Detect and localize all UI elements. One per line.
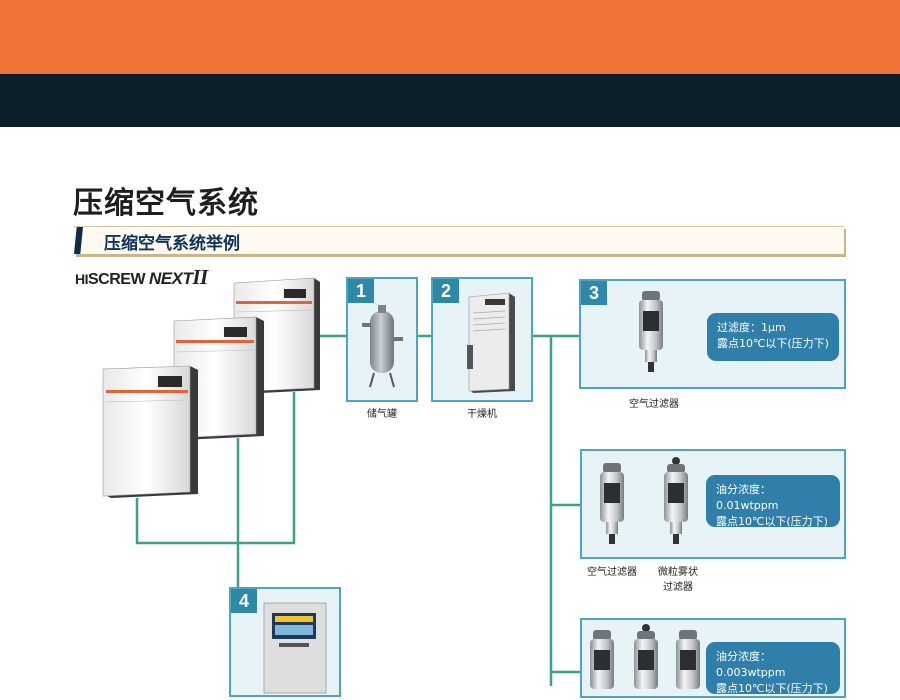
label-line: 微粒雾状 <box>658 567 698 578</box>
unit-number: 3 <box>581 281 607 305</box>
filter-chain-2-box: 油分浓度：0.01wtppm 露点10℃以下(压力下) <box>580 449 846 559</box>
spec-line: 过滤度：1μm <box>717 321 786 334</box>
unit-number: 4 <box>231 589 257 613</box>
filter-chain-2-label-1: 空气过滤器 <box>587 567 637 578</box>
filter-pair <box>600 457 688 544</box>
page-title: 压缩空气系统 <box>73 186 259 221</box>
unit-2-box: 2 <box>431 277 533 402</box>
unit-number: 1 <box>348 279 374 303</box>
filter-chain-3-box: 油分浓度：0.003wtppm 露点10℃以下(压力下) <box>580 618 846 698</box>
controller-icon <box>263 602 327 694</box>
spec-line: 露点10℃以下(压力下) <box>716 682 828 695</box>
unit-4-box: 4 <box>229 587 341 697</box>
unit-1-label: 储气罐 <box>367 409 397 420</box>
unit-3-box: 3 过滤度：1μm 露点10℃以下(压力下) <box>579 279 846 389</box>
air-filter-icon <box>676 630 700 689</box>
air-tank-icon <box>362 305 403 388</box>
logo-hi: HI <box>75 271 89 287</box>
unit-1-box: 1 <box>346 277 418 402</box>
dryer-icon <box>467 292 515 393</box>
subtitle-accent <box>74 227 83 254</box>
logo-roman: II <box>192 265 208 289</box>
mist-filter-icon <box>664 457 688 544</box>
spec-line: 露点10℃以下(压力下) <box>717 337 829 350</box>
unit-number: 2 <box>433 279 459 303</box>
spec-line: 露点10℃以下(压力下) <box>716 515 828 528</box>
mist-filter-icon <box>634 624 658 689</box>
subtitle-bar: 压缩空气系统举例 <box>74 226 844 254</box>
air-filter-icon <box>590 630 614 689</box>
air-filter-icon <box>639 291 663 372</box>
product-logo: HISCREW NEXTII <box>75 265 208 290</box>
unit-2-label: 干燥机 <box>467 409 497 420</box>
logo-next: NEXT <box>149 269 193 288</box>
subtitle: 压缩空气系统举例 <box>104 234 240 254</box>
compressor-icon <box>102 365 198 498</box>
spec-line: 油分浓度：0.01wtppm <box>716 483 779 512</box>
spec-line: 油分浓度：0.003wtppm <box>716 650 786 679</box>
air-filter-icon <box>600 463 624 544</box>
label-line: 过滤器 <box>663 582 693 593</box>
unit-3-filter-label: 空气过滤器 <box>629 399 679 410</box>
logo-screw: SCREW <box>88 271 149 288</box>
filter-chain-3-spec: 油分浓度：0.003wtppm 露点10℃以下(压力下) <box>706 642 840 695</box>
filter-trio <box>590 624 700 689</box>
filter-chain-2-spec: 油分浓度：0.01wtppm 露点10℃以下(压力下) <box>706 475 840 528</box>
header-orange-band <box>0 0 900 74</box>
header-dark-band <box>0 74 900 127</box>
filter-chain-2-label-2: 微粒雾状 过滤器 <box>648 563 708 593</box>
unit-3-spec: 过滤度：1μm 露点10℃以下(压力下) <box>707 313 839 361</box>
